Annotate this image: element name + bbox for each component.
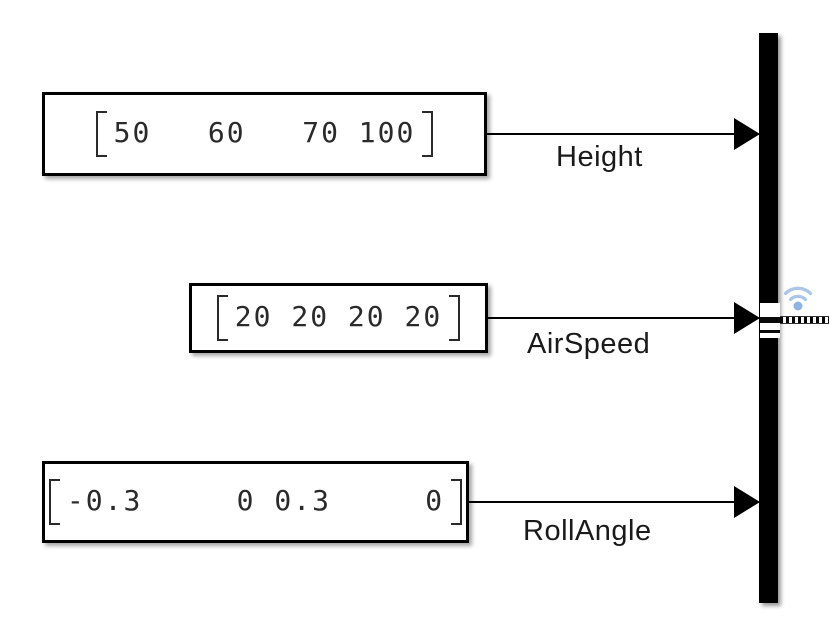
matrix-value-rollangle: -0.3 0 0.3 0 xyxy=(48,479,463,525)
wifi-dot xyxy=(793,301,803,311)
signal-line-airspeed[interactable] xyxy=(486,316,735,319)
constant-block-height[interactable]: 50 60 70 100 xyxy=(42,92,487,176)
arrowhead-icon xyxy=(734,118,760,150)
matrix-value-airspeed: 20 20 20 20 xyxy=(216,295,461,341)
open-bracket-icon xyxy=(216,295,228,341)
arrowhead-icon xyxy=(734,302,760,334)
constant-block-airspeed[interactable]: 20 20 20 20 xyxy=(189,283,488,353)
wifi-arc-outer xyxy=(783,286,813,296)
wireless-logging-icon[interactable] xyxy=(781,280,817,312)
open-bracket-icon xyxy=(48,479,60,525)
signal-line-rollangle[interactable] xyxy=(467,500,735,503)
open-bracket-icon xyxy=(95,111,107,157)
close-bracket-icon xyxy=(451,479,463,525)
constant-value-height: 50 60 70 100 xyxy=(113,116,416,149)
signal-label-height[interactable]: Height xyxy=(556,141,643,173)
mux-output-port[interactable] xyxy=(760,303,780,338)
signal-line-height[interactable] xyxy=(487,132,735,135)
arrowhead-icon xyxy=(734,486,760,518)
matrix-value-height: 50 60 70 100 xyxy=(95,111,434,157)
wifi-arc-inner xyxy=(788,294,808,302)
signal-label-rollangle[interactable]: RollAngle xyxy=(523,515,652,547)
constant-block-rollangle[interactable]: -0.3 0 0.3 0 xyxy=(42,461,469,543)
close-bracket-icon xyxy=(449,295,461,341)
output-signal-dotted-line[interactable] xyxy=(780,316,829,324)
constant-value-rollangle: -0.3 0 0.3 0 xyxy=(66,484,445,517)
constant-value-airspeed: 20 20 20 20 xyxy=(234,300,443,333)
close-bracket-icon xyxy=(422,111,434,157)
signal-label-airspeed[interactable]: AirSpeed xyxy=(527,328,651,360)
